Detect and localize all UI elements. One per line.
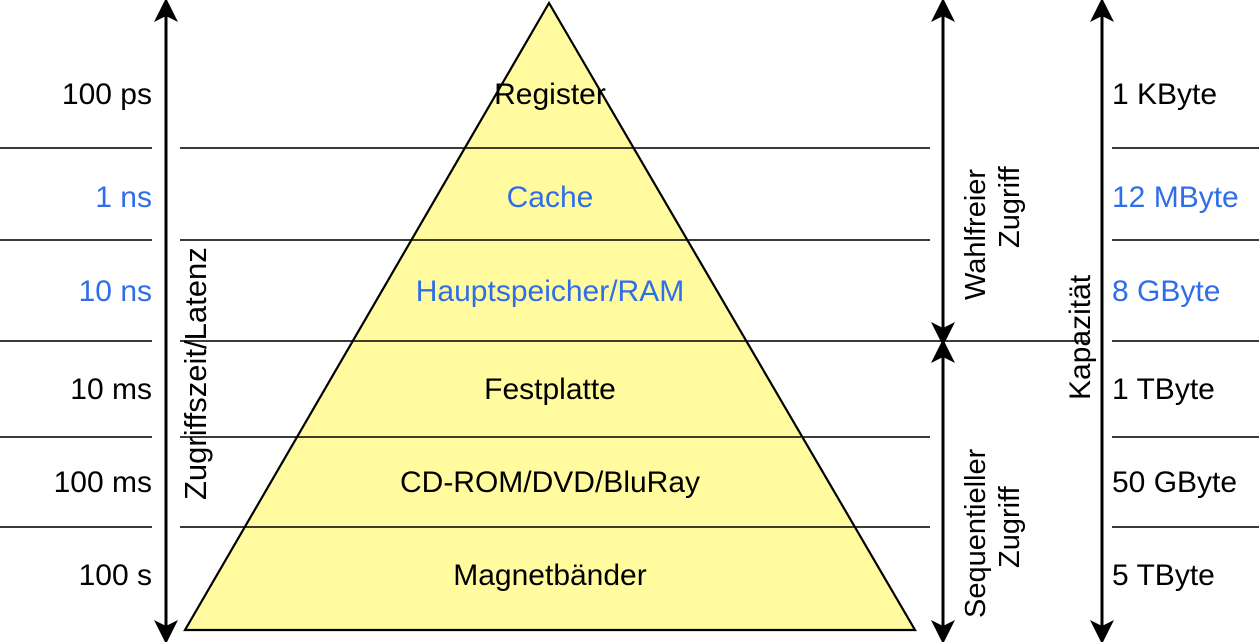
- latency-label-ram: 10 ns: [78, 275, 152, 308]
- capacity-label-ram: 8 GByte: [1112, 275, 1221, 308]
- tier-name-optical: CD-ROM/DVD/BluRay: [399, 466, 701, 499]
- latency-label-festplatte: 10 ms: [70, 373, 152, 406]
- latency-axis-caption: Zugriffszeit/Latenz: [178, 247, 213, 500]
- tier-name-festplatte: Festplatte: [484, 373, 616, 406]
- capacity-label-cache: 12 MByte: [1112, 181, 1239, 214]
- sequential-access-caption-line1: Sequentieller: [960, 448, 992, 618]
- tier-name-ram: Hauptspeicher/RAM: [415, 275, 685, 308]
- random-access-caption-line1: Wahlfreier: [960, 168, 992, 300]
- latency-label-register: 100 ps: [61, 78, 152, 111]
- capacity-label-tape: 5 TByte: [1112, 559, 1215, 592]
- latency-label-optical: 100 ms: [53, 466, 152, 499]
- capacity-axis-caption: Kapazität: [1064, 274, 1097, 400]
- random-access-caption-line2: Zugriff: [994, 166, 1026, 248]
- latency-label-cache: 1 ns: [95, 181, 152, 214]
- pyramid-internal-lines: [244, 147, 854, 528]
- latency-label-tape: 100 s: [78, 559, 152, 592]
- pyramid-shape: [183, 0, 917, 632]
- sequential-access-caption-line2: Zugriff: [994, 486, 1026, 568]
- tier-name-cache: Cache: [506, 181, 594, 214]
- capacity-label-optical: 50 GByte: [1112, 466, 1238, 499]
- capacity-label-register: 1 KByte: [1112, 78, 1218, 111]
- tier-name-tape: Magnetbänder: [453, 559, 647, 592]
- tier-name-register: Register: [494, 78, 606, 111]
- capacity-label-festplatte: 1 TByte: [1112, 373, 1215, 406]
